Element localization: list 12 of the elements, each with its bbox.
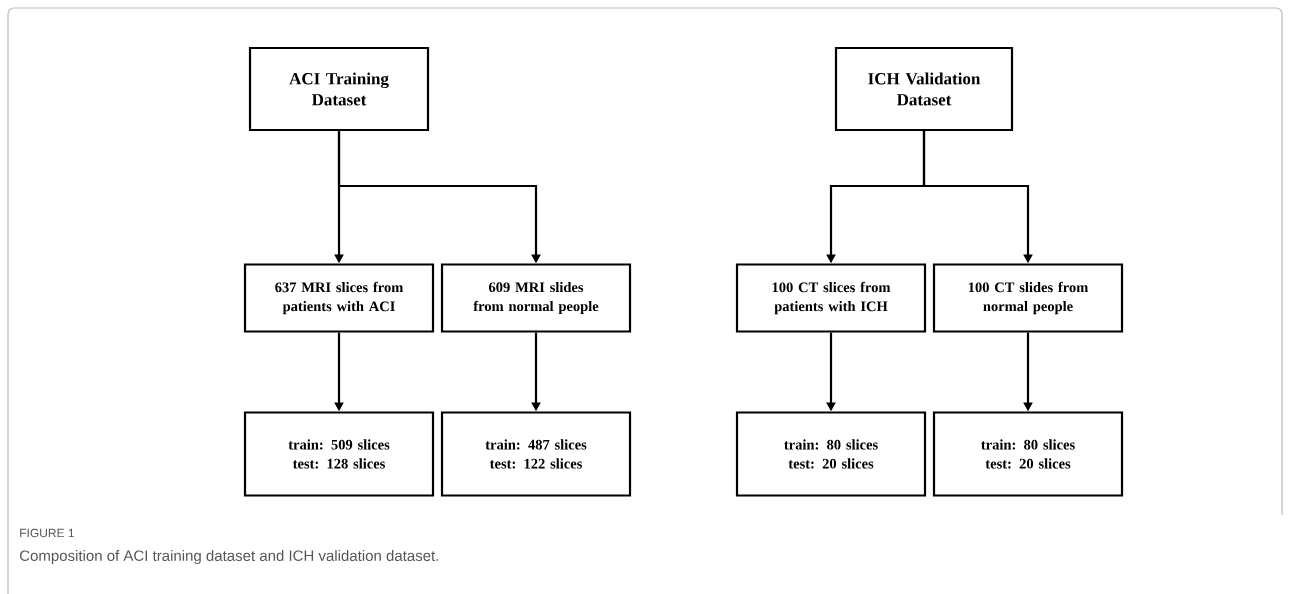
process-box: ACI Training Dataset <box>248 46 430 132</box>
process-box: 637 MRI slices from patients with ACI <box>243 263 435 333</box>
process-box: 100 CT slices from patients with ICH <box>735 263 927 333</box>
process-box: 609 MRI slides from normal people <box>440 263 632 333</box>
process-box: 100 CT slides from normal people <box>932 263 1124 333</box>
process-box: train: 80 slices test: 20 slices <box>932 411 1124 497</box>
process-box: train: 487 slices test: 122 slices <box>440 411 632 497</box>
caption: Composition of ACI training dataset and ICH validation dataset. <box>20 550 438 564</box>
process-box: ICH Validation Dataset <box>834 46 1014 132</box>
process-box: train: 80 slices test: 20 slices <box>735 411 927 497</box>
process-box: train: 509 slices test: 128 slices <box>243 411 435 497</box>
figure-label: FIGURE 1 <box>20 528 74 538</box>
